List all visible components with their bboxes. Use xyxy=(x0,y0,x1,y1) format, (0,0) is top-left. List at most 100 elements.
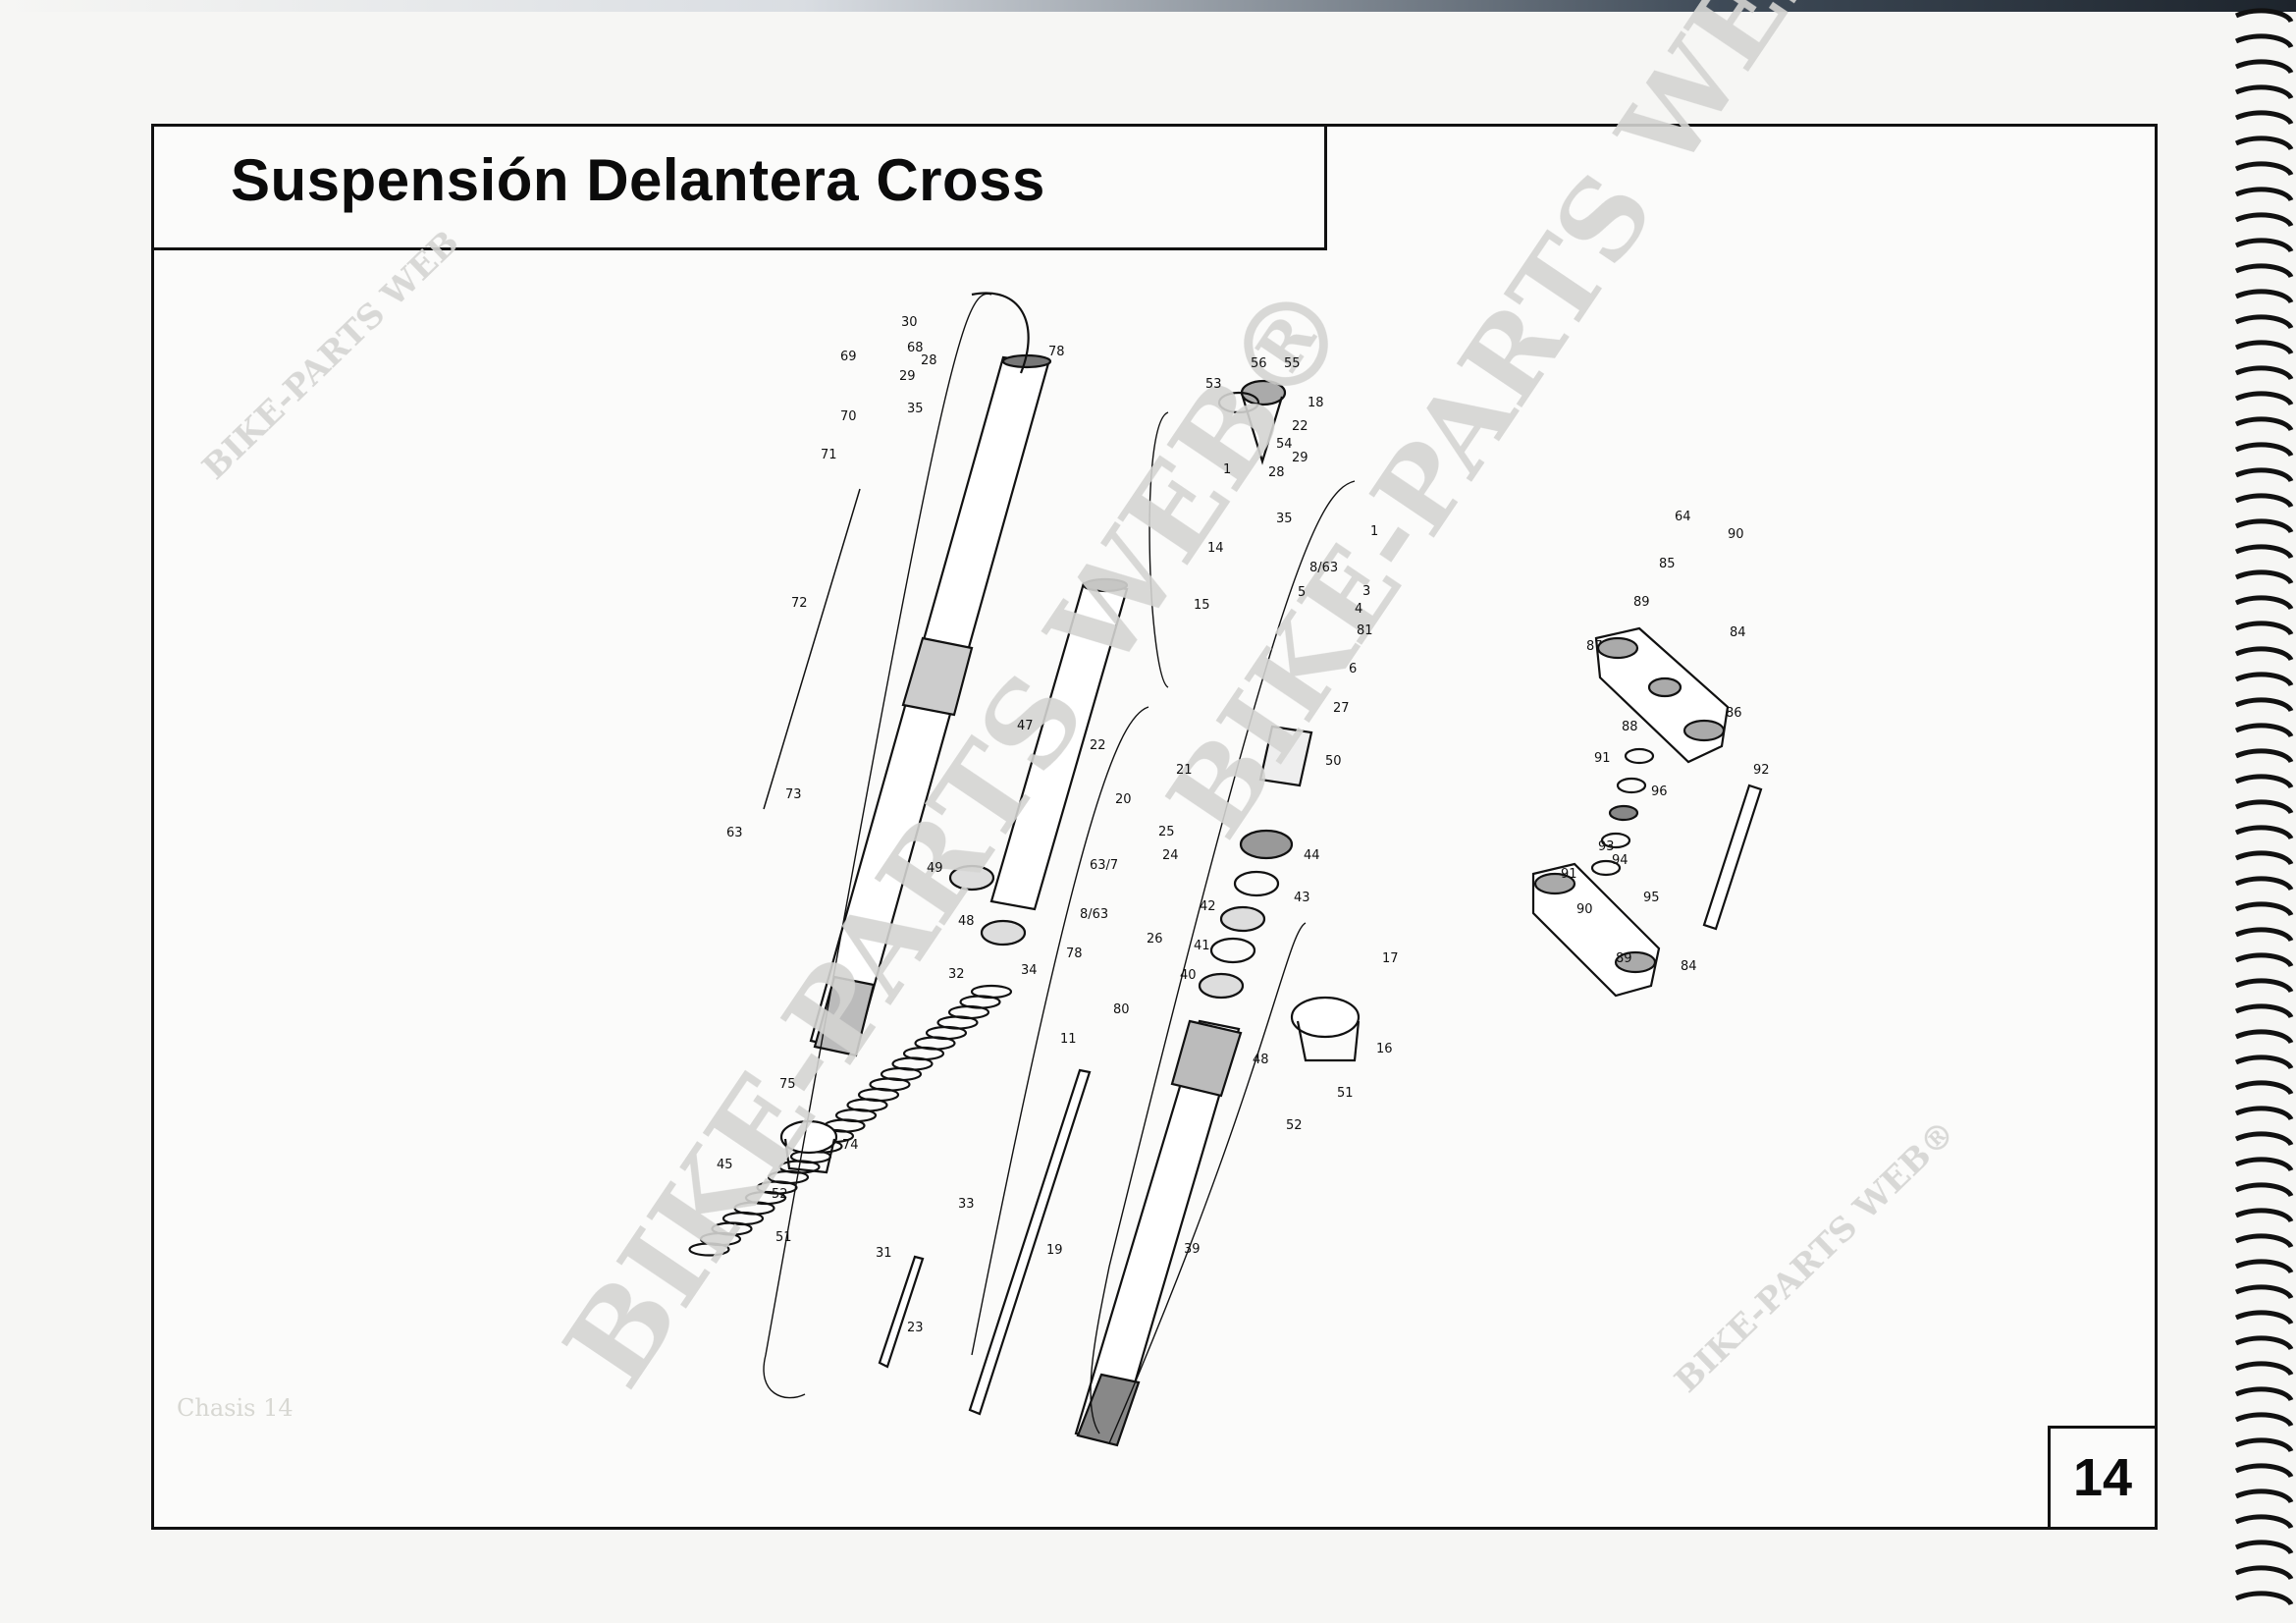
binding-ring xyxy=(2234,1514,2294,1530)
part-callout: 49 xyxy=(927,861,943,876)
stem-washers xyxy=(1590,747,1655,877)
part-callout: 32 xyxy=(948,967,965,982)
part-callout: 29 xyxy=(1292,451,1308,465)
binding-ring xyxy=(2234,1003,2294,1019)
binding-ring xyxy=(2234,110,2294,126)
group-bracket-3 xyxy=(1090,480,1356,1434)
triple-clamp-lower xyxy=(1531,862,1661,998)
bushing-48 xyxy=(980,919,1027,947)
binding-ring xyxy=(2234,212,2294,228)
binding-ring xyxy=(2234,952,2294,968)
binding-ring xyxy=(2234,544,2294,560)
part-callout: 8/63 xyxy=(1080,907,1108,922)
part-callout: 87 xyxy=(1586,639,1603,654)
binding-ring xyxy=(2234,1412,2294,1428)
seal-rings xyxy=(1198,829,1294,1000)
part-callout: 5 xyxy=(1298,585,1306,600)
binding-ring xyxy=(2234,1029,2294,1045)
binding-ring xyxy=(2234,1284,2294,1300)
binding-ring xyxy=(2234,595,2294,611)
part-callout: 80 xyxy=(1113,1002,1130,1017)
part-callout: 78 xyxy=(1066,947,1083,961)
part-callout: 84 xyxy=(1730,625,1746,640)
binding-ring xyxy=(2234,672,2294,687)
binding-ring xyxy=(2234,467,2294,483)
part-callout: 52 xyxy=(1286,1118,1303,1133)
fork-cap xyxy=(1217,379,1287,465)
binding-ring xyxy=(2234,8,2294,24)
binding-ring xyxy=(2234,187,2294,202)
part-callout: 40 xyxy=(1180,968,1197,983)
binding-ring xyxy=(2234,825,2294,840)
part-callout: 70 xyxy=(840,409,857,424)
group-bracket-4 xyxy=(971,706,1149,1356)
part-callout: 56 xyxy=(1251,356,1267,371)
spiral-binding xyxy=(2234,8,2294,1606)
part-callout: 68 xyxy=(907,341,924,355)
group-bracket-1 xyxy=(763,293,992,1399)
axle-clamp-left xyxy=(779,1119,838,1174)
binding-ring xyxy=(2234,1437,2294,1453)
spring-coil xyxy=(688,1242,730,1257)
binding-ring xyxy=(2234,697,2294,713)
part-callout: 39 xyxy=(1184,1242,1201,1257)
part-callout: 14 xyxy=(1207,541,1224,556)
part-callout: 91 xyxy=(1594,751,1611,766)
part-callout: 51 xyxy=(775,1230,792,1245)
binding-ring xyxy=(2234,442,2294,458)
piston-rod xyxy=(878,1255,925,1369)
binding-ring xyxy=(2234,646,2294,662)
part-callout: 35 xyxy=(907,402,924,416)
part-callout: 88 xyxy=(1622,720,1638,734)
binding-ring xyxy=(2234,84,2294,100)
part-callout: 90 xyxy=(1728,527,1744,542)
part-callout: 29 xyxy=(899,369,916,384)
part-callout: 55 xyxy=(1284,356,1301,371)
binding-ring xyxy=(2234,518,2294,534)
part-callout: 85 xyxy=(1659,557,1676,571)
part-callout: 20 xyxy=(1115,792,1132,807)
binding-ring xyxy=(2234,493,2294,509)
part-callout: 26 xyxy=(1147,932,1163,947)
part-callout: 71 xyxy=(821,448,837,462)
binding-ring xyxy=(2234,365,2294,381)
part-callout: 92 xyxy=(1753,763,1770,778)
binding-ring xyxy=(2234,33,2294,49)
binding-ring xyxy=(2234,1540,2294,1555)
binding-ring xyxy=(2234,723,2294,738)
part-callout: 43 xyxy=(1294,891,1310,905)
part-callout: 47 xyxy=(1017,719,1034,733)
binding-ring xyxy=(2234,161,2294,177)
binding-ring xyxy=(2234,927,2294,943)
part-callout: 8/63 xyxy=(1309,561,1338,575)
binding-ring xyxy=(2234,621,2294,636)
binding-ring xyxy=(2234,416,2294,432)
part-callout: 64 xyxy=(1675,510,1691,524)
sleeve xyxy=(1258,725,1313,787)
binding-ring xyxy=(2234,1463,2294,1479)
watermark-small-bottom: BIKE-PARTS WEB® xyxy=(1667,1112,1963,1400)
part-callout: 53 xyxy=(1205,377,1222,392)
part-callout: 94 xyxy=(1612,853,1629,868)
binding-ring xyxy=(2234,901,2294,917)
part-callout: 6 xyxy=(1349,662,1357,676)
part-callout: 22 xyxy=(1292,419,1308,434)
binding-ring xyxy=(2234,1488,2294,1504)
steering-stem xyxy=(1702,784,1763,931)
part-callout: 90 xyxy=(1576,902,1593,917)
part-callout: 11 xyxy=(1060,1032,1077,1047)
binding-ring xyxy=(2234,569,2294,585)
binding-ring xyxy=(2234,1386,2294,1402)
part-callout: 15 xyxy=(1194,598,1210,613)
part-callout: 19 xyxy=(1046,1243,1063,1258)
part-callout: 35 xyxy=(1276,512,1293,526)
part-callout: 21 xyxy=(1176,763,1193,778)
group-bracket-2 xyxy=(1148,411,1169,688)
ghost-footer-text: Chasis 14 xyxy=(177,1394,294,1422)
part-callout: 33 xyxy=(958,1197,975,1212)
binding-ring xyxy=(2234,1157,2294,1172)
part-callout: 22 xyxy=(1090,738,1106,753)
part-callout: 27 xyxy=(1333,701,1350,716)
